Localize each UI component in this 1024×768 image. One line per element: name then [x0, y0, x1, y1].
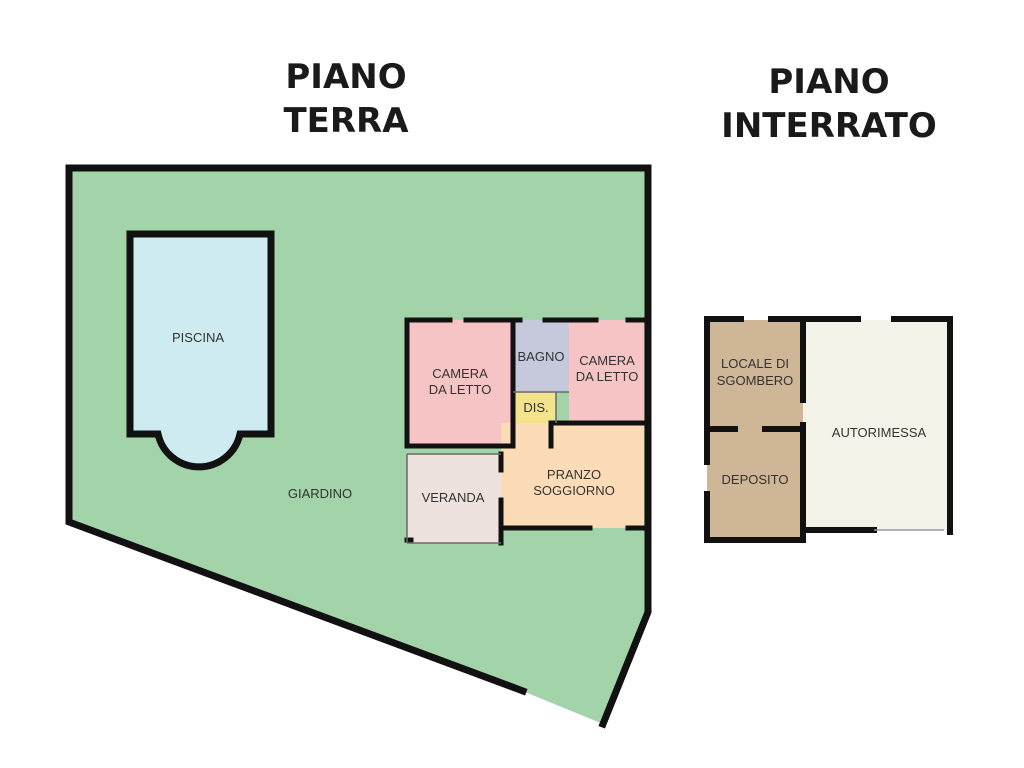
bathroom-area	[513, 320, 569, 392]
living-dining-area	[501, 423, 644, 528]
ground-floor-plan: PISCINA GIARDINO CAMERA DA LETTO BAGNO C…	[65, 164, 652, 729]
ground-floor-title-line-1: PIANO	[285, 57, 406, 97]
ground-floor-title-line-2: TERRA	[283, 101, 409, 141]
garage-area	[803, 320, 949, 530]
pool-label: PISCINA	[172, 330, 224, 345]
veranda-area	[407, 454, 501, 543]
hallway-label: DIS.	[523, 400, 548, 415]
ground-floor-title: PIANO TERRA	[283, 57, 409, 141]
deposit-label: DEPOSITO	[722, 472, 789, 487]
basement-title: PIANO INTERRATO	[721, 62, 937, 146]
house-thin-partitions	[406, 391, 569, 544]
bedroom-right-label-line-1: CAMERA	[579, 353, 635, 368]
garage-label: AUTORIMESSA	[832, 425, 927, 440]
garden-label: GIARDINO	[288, 486, 352, 501]
bathroom-label: BAGNO	[518, 349, 565, 364]
house-walls	[404, 317, 647, 546]
pool-wall	[126, 230, 275, 471]
bedroom-left-label-line-1: CAMERA	[432, 366, 488, 381]
living-dining-label-line-1: PRANZO	[547, 467, 601, 482]
basement-plan: LOCALE DI SGOMBERO DEPOSITO AUTORIMESSA	[704, 316, 953, 543]
garden-boundary-wall	[65, 164, 652, 729]
basement-title-line-1: PIANO	[768, 62, 889, 102]
basement-title-line-2: INTERRATO	[721, 106, 937, 146]
bedroom-right-area	[569, 320, 644, 423]
bedroom-left-area	[407, 320, 513, 446]
living-dining-label-line-2: SOGGIORNO	[533, 483, 615, 498]
hallway-area	[513, 392, 556, 423]
veranda-label: VERANDA	[422, 490, 485, 505]
deposit-area	[707, 429, 803, 540]
basement-walls	[704, 316, 953, 543]
storage-room-label-line-1: LOCALE DI	[721, 356, 789, 371]
storage-room-area	[707, 320, 803, 429]
pool-area	[130, 234, 271, 467]
bedroom-right-label-line-2: DA LETTO	[576, 369, 639, 384]
bedroom-left-label-line-2: DA LETTO	[429, 382, 492, 397]
storage-room-label-line-2: SGOMBERO	[717, 373, 794, 388]
